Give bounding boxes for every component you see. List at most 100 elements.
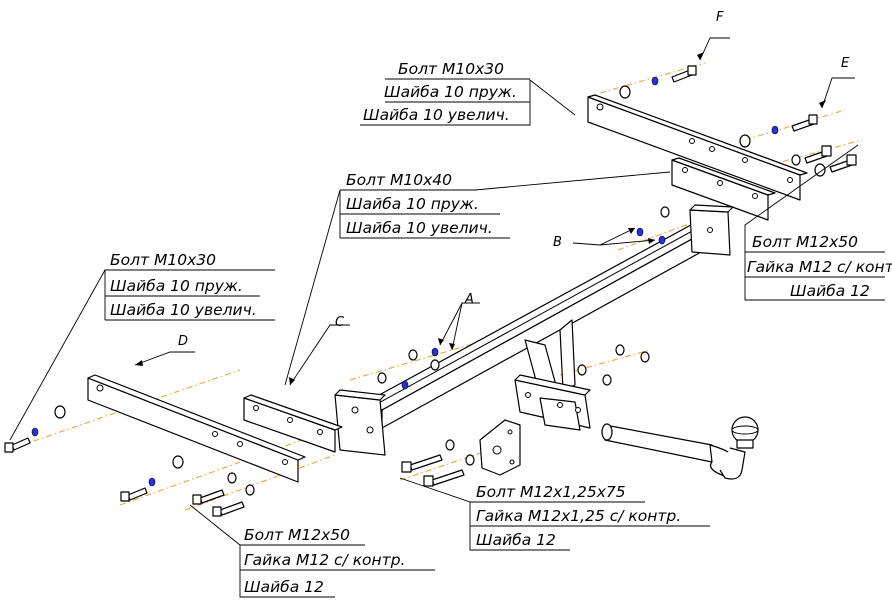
- callout-line: Болт М10х30: [398, 60, 504, 78]
- callout-line: Болт М10х40: [346, 171, 452, 189]
- plate-hole: [787, 177, 793, 183]
- callout-line: Шайба 12: [244, 578, 324, 596]
- fasteners: [4, 65, 857, 517]
- washer: [430, 359, 440, 371]
- bolt-head: [120, 491, 130, 502]
- washer: [619, 85, 631, 99]
- bolt-head: [687, 65, 697, 76]
- plate-hole: [742, 157, 748, 163]
- callout-line: Шайба 10 пруж.: [346, 195, 479, 213]
- nut: [227, 472, 237, 484]
- callout-line: Шайба 12: [476, 531, 556, 549]
- washer: [602, 374, 612, 386]
- washer: [465, 454, 475, 466]
- bracket-hole: [366, 426, 374, 434]
- nut: [640, 351, 650, 363]
- bracket-hole: [557, 402, 563, 408]
- nut: [245, 484, 255, 496]
- top-right-mounting-plate: [587, 94, 808, 201]
- plate-hole: [752, 193, 758, 199]
- top-right-inner-plate: [671, 157, 776, 221]
- callout-left-plate: Болт М10х30 Шайба 10 пруж. Шайба 10 увел…: [110, 251, 257, 319]
- callout-line: Болт М12х1,25х75: [476, 483, 626, 501]
- washer: [408, 349, 418, 361]
- washer: [445, 439, 455, 451]
- socket-hole: [509, 459, 515, 465]
- left-long-plate: [87, 374, 306, 483]
- socket-hole: [507, 429, 513, 435]
- plate-hole: [96, 384, 104, 392]
- center-mount-bracket: [514, 319, 591, 431]
- callout-line: Болт М12х50: [244, 526, 350, 544]
- bolt-head: [401, 461, 412, 473]
- callout-line: Болт М12х50: [752, 233, 858, 251]
- plate-hole: [282, 459, 288, 465]
- plate-hole: [237, 441, 243, 447]
- bolt-head: [423, 475, 434, 487]
- marker-e: E: [841, 56, 850, 71]
- plate-hole: [253, 405, 259, 411]
- main-crossbar-beam: [334, 204, 734, 456]
- bolt-head: [4, 442, 14, 453]
- marker-a: A: [464, 292, 474, 307]
- bolt-head: [192, 494, 202, 505]
- bracket-hole: [351, 406, 359, 414]
- callout-line: Шайба 10 увелич.: [346, 219, 493, 237]
- bracket-hole: [525, 392, 531, 398]
- bolt-head: [846, 154, 857, 166]
- callout-line: Гайка М12 с/ контр.: [747, 258, 892, 276]
- callout-line: Шайба 10 увелич.: [363, 106, 510, 124]
- washer: [814, 163, 826, 177]
- marker-b: B: [553, 235, 562, 250]
- callout-line: Шайба 12: [790, 282, 870, 300]
- spring-washer: [771, 125, 779, 135]
- bolt: [11, 437, 31, 451]
- bracket-hole: [575, 407, 581, 413]
- callout-center-plate: Болт М10х40 Шайба 10 пруж. Шайба 10 увел…: [346, 171, 493, 237]
- washer: [377, 372, 387, 384]
- plate-hole: [212, 431, 218, 437]
- tow-ball-neck: [601, 416, 759, 480]
- washer: [172, 455, 184, 469]
- leader-lines: [9, 37, 885, 598]
- callout-line: Болт М10х30: [110, 251, 216, 269]
- arrowheads: [135, 52, 826, 385]
- nut: [791, 154, 801, 166]
- spring-washer: [658, 235, 666, 245]
- spring-washer: [401, 380, 409, 390]
- plate-hole: [709, 146, 715, 152]
- bolt: [199, 489, 225, 504]
- plate-hole: [689, 138, 695, 144]
- spring-washer: [148, 477, 156, 487]
- plate-hole: [682, 167, 688, 173]
- callout-bottom-left: Болт М12х50 Гайка М12 с/ контр. Шайба 12: [244, 526, 405, 596]
- spring-washer: [431, 347, 439, 357]
- marker-c: C: [335, 315, 345, 330]
- tow-ball: [731, 416, 759, 444]
- washer: [54, 405, 66, 419]
- nut: [615, 344, 625, 356]
- callout-line: Шайба 10 пруж.: [384, 83, 517, 101]
- marker-f: F: [716, 10, 724, 25]
- callout-line: Гайка М12х1,25 с/ контр.: [476, 507, 681, 525]
- washer: [739, 134, 751, 148]
- washer: [660, 206, 670, 218]
- spring-washer: [651, 76, 659, 86]
- bolt-head: [212, 506, 222, 517]
- bolt: [219, 501, 245, 516]
- spring-washer: [31, 427, 39, 437]
- callout-right-side: Болт М12х50 Гайка М12 с/ контр. Шайба 12: [747, 233, 892, 300]
- callout-bottom-center: Болт М12х1,25х75 Гайка М12х1,25 с/ контр…: [476, 483, 681, 549]
- marker-d: D: [178, 334, 188, 349]
- socket-hole: [492, 445, 502, 455]
- left-short-plate: [243, 394, 343, 453]
- callout-line: Гайка М12 с/ контр.: [244, 551, 405, 569]
- washer: [577, 364, 587, 376]
- callout-line: Шайба 10 пруж.: [110, 277, 243, 295]
- callout-line: Шайба 10 увелич.: [110, 301, 257, 319]
- bolt-head: [821, 145, 832, 157]
- bolt-head: [808, 114, 818, 125]
- plate-hole: [596, 103, 604, 111]
